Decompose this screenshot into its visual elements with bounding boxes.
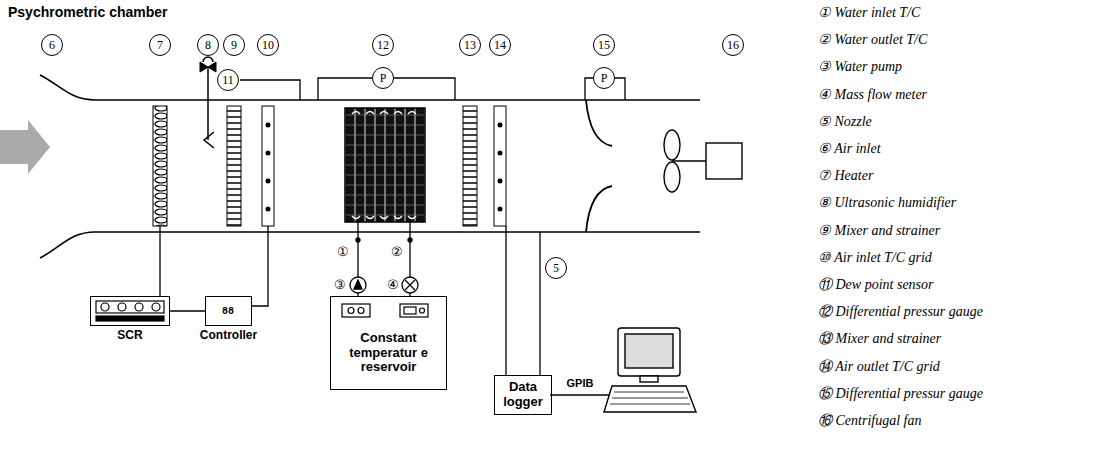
connector-line (170, 310, 205, 311)
reservoir-box: Constant temperatur e reservoir (330, 296, 447, 390)
callout-number: 6 (41, 34, 63, 56)
test-coil (345, 108, 425, 222)
ultrasonic-humidifier (200, 57, 216, 148)
callout-number: ④ (387, 277, 399, 293)
duct (40, 75, 700, 258)
pressure-gauge: P (593, 67, 615, 89)
legend-entry: ⑥ Air inlet (818, 140, 881, 157)
reservoir-displays (342, 304, 428, 317)
legend-entry: ⑬ Mixer and strainer (818, 330, 941, 348)
legend-entry: ⑦ Heater (818, 167, 873, 184)
node-label: Constant temperatur e reservoir (335, 331, 442, 376)
legend-entry: ④ Mass flow meter (818, 86, 927, 103)
legend-entry: ① Water inlet T/C (818, 4, 920, 21)
nozzle (586, 100, 612, 232)
legend-entry: ② Water outlet T/C (818, 31, 927, 48)
diagram-title: Psychrometric chamber (8, 4, 168, 20)
callout-number: ② (391, 244, 403, 260)
controller-wire (252, 226, 268, 306)
water-pipes (350, 222, 418, 296)
tc-grid (262, 106, 506, 226)
node-label: SCR (117, 328, 142, 342)
mixer-strainer (227, 106, 477, 226)
callout-number: ③ (334, 277, 346, 293)
data-logger-wires (506, 226, 612, 395)
legend-entry: ⑪ Dew point sensor (818, 276, 934, 294)
legend-entry: ⑫ Differential pressur gauge (818, 303, 983, 321)
legend-entry: ⑩ Air inlet T/C grid (818, 249, 932, 266)
callout-number: 11 (217, 69, 239, 91)
controller-display: 88 (220, 306, 236, 317)
callout-number: ① (337, 244, 349, 260)
callout-number: 7 (149, 34, 171, 56)
dew-point-sensor (240, 80, 300, 100)
legend-entry: ⑮ Differential pressur gauge (818, 385, 983, 403)
legend-entry: ⑯ Centrifugal fan (818, 412, 921, 430)
air-inlet-arrow (0, 120, 50, 174)
pressure-gauge: P (372, 67, 394, 89)
bus-label: GPIB (566, 377, 595, 389)
legend-entry: ⑤ Nozzle (818, 113, 872, 130)
callout-number: 12 (372, 34, 394, 56)
callout-number: 5 (545, 257, 567, 279)
data-logger-box: Data logger (494, 375, 552, 415)
heater (153, 106, 167, 296)
pressure-taps (318, 78, 625, 100)
node-label: Controller (200, 328, 257, 342)
legend-entry: ⑧ Ultrasonic humidifier (818, 194, 956, 211)
legend-entry: ③ Water pump (818, 58, 902, 75)
computer (604, 328, 696, 412)
callout-number: 10 (257, 34, 279, 56)
callout-number: 14 (489, 34, 511, 56)
node-label: Data logger (499, 380, 547, 410)
scr-unit: SCR (90, 296, 170, 326)
callout-number: 16 (722, 34, 744, 56)
callout-number: 15 (593, 34, 615, 56)
centrifugal-fan (664, 130, 742, 192)
legend-entry: ⑭ Air outlet T/C grid (818, 358, 940, 376)
callout-number: 9 (223, 34, 245, 56)
scr-terminals (96, 301, 164, 321)
callout-number: 13 (459, 34, 481, 56)
callout-number: 8 (197, 34, 219, 56)
legend-entry: ⑨ Mixer and strainer (818, 222, 940, 239)
